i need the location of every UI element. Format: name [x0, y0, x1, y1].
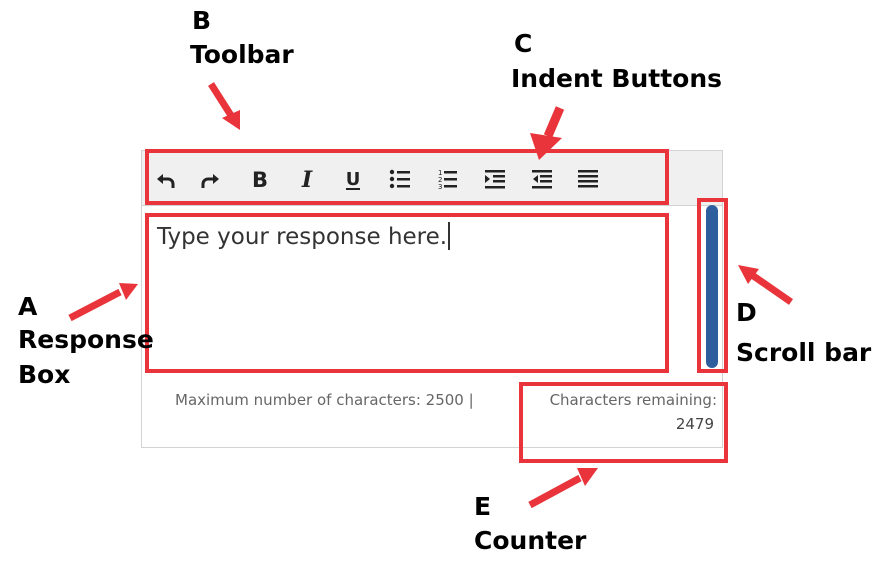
outdent-icon: [485, 170, 505, 189]
numbered-list-icon: 1 2 3: [438, 169, 457, 191]
italic-icon: I: [301, 167, 313, 191]
characters-remaining-label: Characters remaining:: [549, 391, 717, 409]
arrow-c-icon: [530, 106, 565, 160]
counter-highlight-box: [519, 382, 728, 463]
svg-text:I: I: [301, 167, 313, 191]
callout-e-label: Counter: [474, 526, 587, 555]
callout-a-label-1: Response: [18, 325, 154, 354]
outdent-button[interactable]: [481, 165, 509, 193]
text-caret: [448, 222, 451, 250]
bulleted-list-button[interactable]: [386, 165, 414, 193]
redo-icon: [201, 174, 219, 188]
toolbar: [142, 151, 722, 206]
svg-text:3: 3: [438, 183, 442, 191]
bold-icon: B: [252, 168, 268, 191]
underline-button[interactable]: U: [339, 165, 367, 193]
justify-button[interactable]: [574, 165, 602, 193]
callout-d-label: Scroll bar: [736, 338, 872, 367]
svg-text:U: U: [346, 169, 361, 190]
indent-icon: [532, 170, 552, 189]
arrow-d-icon: [738, 265, 793, 305]
redo-button[interactable]: [196, 165, 224, 193]
arrow-b-icon: [208, 82, 240, 130]
callout-d-letter: D: [736, 298, 757, 327]
response-box-highlight: [145, 213, 669, 373]
response-input[interactable]: Type your response here.: [157, 222, 451, 250]
arrow-a-icon: [68, 283, 138, 322]
callout-e-letter: E: [474, 492, 492, 521]
underline-icon: U: [346, 169, 361, 190]
svg-text:1: 1: [438, 169, 442, 177]
undo-icon: [157, 174, 175, 188]
callout-a-letter: A: [18, 292, 38, 321]
bulleted-list-icon: [389, 169, 410, 189]
max-characters-label: Maximum number of characters: 2500 |: [175, 391, 474, 409]
numbered-list-button[interactable]: 1 2 3: [433, 165, 461, 193]
indent-button[interactable]: [528, 165, 556, 193]
scrollbar-thumb[interactable]: [706, 205, 718, 368]
toolbar-highlight-box: [145, 149, 669, 205]
callout-c-label: Indent Buttons: [511, 64, 723, 93]
callout-a-label-2: Box: [18, 360, 71, 389]
undo-button[interactable]: [152, 165, 180, 193]
arrow-e-icon: [528, 468, 598, 509]
callout-c-letter: C: [514, 29, 533, 58]
bold-button[interactable]: B: [246, 165, 274, 193]
svg-text:2: 2: [438, 176, 442, 184]
svg-text:B: B: [252, 168, 268, 191]
callout-b-letter: B: [192, 6, 212, 35]
callout-b-label: Toolbar: [190, 40, 294, 69]
justify-icon: [578, 170, 598, 188]
characters-remaining-count: 2479: [675, 415, 714, 433]
italic-button[interactable]: I: [293, 165, 321, 193]
response-placeholder: Type your response here.: [157, 224, 448, 250]
scrollbar-highlight-box: [697, 198, 728, 373]
